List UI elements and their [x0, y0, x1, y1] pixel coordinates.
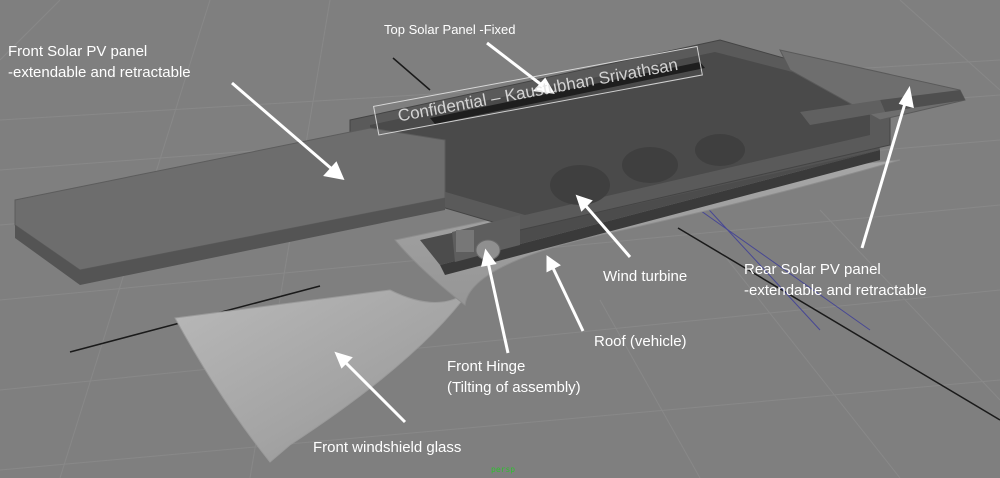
- label-front-hinge-line1: Front Hinge: [447, 356, 581, 377]
- label-top-solar-panel-text: Top Solar Panel -Fixed: [384, 22, 516, 37]
- label-rear-solar-panel-line1: Rear Solar PV panel: [744, 259, 927, 280]
- label-rear-solar-panel-line2: -extendable and retractable: [744, 280, 927, 301]
- label-top-solar-panel: Top Solar Panel -Fixed: [384, 19, 516, 40]
- label-front-solar-panel-line2: -extendable and retractable: [8, 62, 191, 83]
- label-roof: Roof (vehicle): [594, 331, 687, 352]
- label-front-solar-panel-line1: Front Solar PV panel: [8, 41, 191, 62]
- label-windshield: Front windshield glass: [313, 437, 461, 458]
- label-front-hinge: Front Hinge (Tilting of assembly): [447, 356, 581, 398]
- label-front-hinge-line2: (Tilting of assembly): [447, 377, 581, 398]
- camera-label: persp: [491, 465, 515, 474]
- label-front-solar-panel: Front Solar PV panel -extendable and ret…: [8, 41, 191, 83]
- front-solar-panel: [15, 128, 445, 285]
- label-wind-turbine: Wind turbine: [603, 266, 687, 287]
- label-rear-solar-panel: Rear Solar PV panel -extendable and retr…: [744, 259, 927, 301]
